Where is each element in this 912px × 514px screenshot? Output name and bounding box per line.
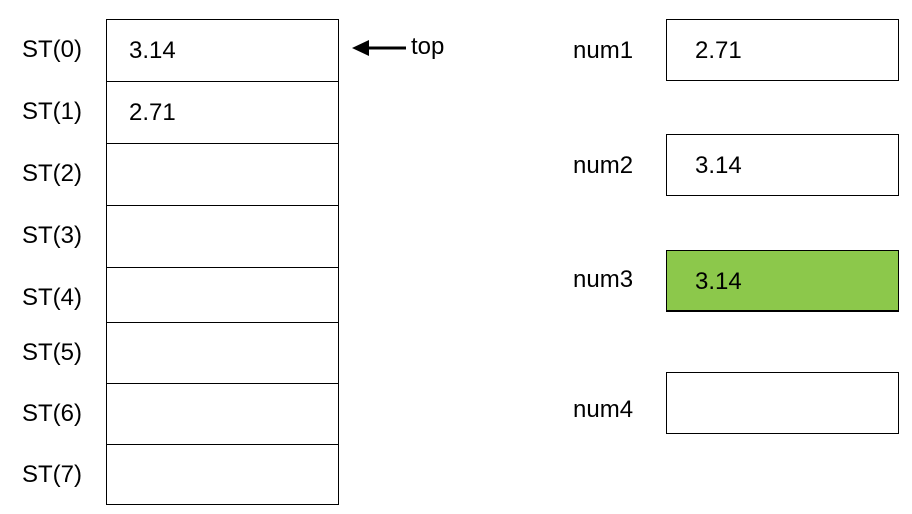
st6-label: ST(6) bbox=[22, 400, 82, 427]
num2-label: num2 bbox=[573, 152, 634, 179]
st5-label: ST(5) bbox=[22, 339, 82, 366]
num3-box: 3.14 bbox=[666, 250, 899, 312]
st4-label: ST(4) bbox=[22, 284, 82, 311]
num3-label: num3 bbox=[573, 266, 634, 293]
st1-value: 2.71 bbox=[129, 99, 176, 126]
num1-box: 2.71 bbox=[666, 19, 899, 81]
stack-divider bbox=[107, 205, 338, 206]
num2-box: 3.14 bbox=[666, 134, 899, 196]
num4-box bbox=[666, 372, 899, 434]
stack-divider bbox=[107, 81, 338, 82]
st3-label: ST(3) bbox=[22, 222, 82, 249]
st1-label: ST(1) bbox=[22, 98, 82, 125]
stack-divider bbox=[107, 143, 338, 144]
stack-divider bbox=[107, 383, 338, 384]
num1-value: 2.71 bbox=[695, 37, 742, 64]
top-pointer-label: top bbox=[411, 33, 445, 60]
st0-value: 3.14 bbox=[129, 37, 176, 64]
st0-label: ST(0) bbox=[22, 36, 82, 63]
register-stack: 3.14 2.71 bbox=[106, 19, 339, 505]
st7-label: ST(7) bbox=[22, 461, 82, 488]
num1-label: num1 bbox=[573, 37, 634, 64]
stack-divider bbox=[107, 444, 338, 445]
st2-label: ST(2) bbox=[22, 160, 82, 187]
num3-value: 3.14 bbox=[695, 268, 742, 295]
top-arrow-icon bbox=[352, 40, 406, 56]
num2-value: 3.14 bbox=[695, 152, 742, 179]
stack-divider bbox=[107, 322, 338, 323]
num4-label: num4 bbox=[573, 396, 634, 423]
stack-divider bbox=[107, 267, 338, 268]
